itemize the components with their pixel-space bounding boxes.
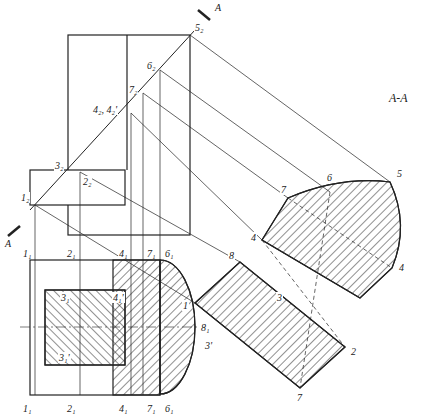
- point-label: 3: [276, 292, 283, 303]
- point-label: 1: [182, 300, 189, 311]
- point-label: 7: [280, 184, 287, 195]
- point-label: 2₁: [66, 403, 76, 414]
- point-label: 6₂: [146, 60, 156, 71]
- point-label: 2₂: [82, 176, 92, 187]
- point-label: 2: [350, 346, 357, 357]
- point-label: 7₁: [146, 403, 156, 414]
- point-label: 8: [228, 250, 235, 261]
- point-label: 5: [396, 168, 403, 179]
- point-label: 4: [250, 232, 257, 243]
- point-label: 2₁: [66, 248, 76, 259]
- point-label: 1₁: [22, 403, 32, 414]
- point-label: 3₁: [60, 292, 70, 303]
- point-label: 4₁': [112, 292, 125, 303]
- point-label: 3₂: [54, 160, 64, 171]
- point-label: 7₁: [146, 248, 156, 259]
- point-label: 8₁: [200, 322, 210, 333]
- point-label: 5₂: [194, 22, 204, 33]
- point-label: 7₂: [128, 84, 138, 95]
- point-label: 4₁: [118, 248, 128, 259]
- point-label: 1₁: [22, 248, 32, 259]
- point-label: 6₁: [164, 248, 174, 259]
- point-label: 7: [296, 392, 303, 403]
- point-label: 4: [398, 262, 405, 273]
- point-label: 4₂, 4₂': [92, 104, 118, 115]
- point-label: A: [4, 238, 12, 249]
- point-label: 1₂: [20, 192, 30, 203]
- point-label: A-A: [388, 92, 409, 105]
- point-label: A: [214, 2, 222, 13]
- point-label: 6₁: [164, 403, 174, 414]
- point-label: 3₁': [58, 352, 71, 363]
- point-label: 4₁: [118, 403, 128, 414]
- point-label: 6: [326, 172, 333, 183]
- point-label: 3': [204, 340, 213, 351]
